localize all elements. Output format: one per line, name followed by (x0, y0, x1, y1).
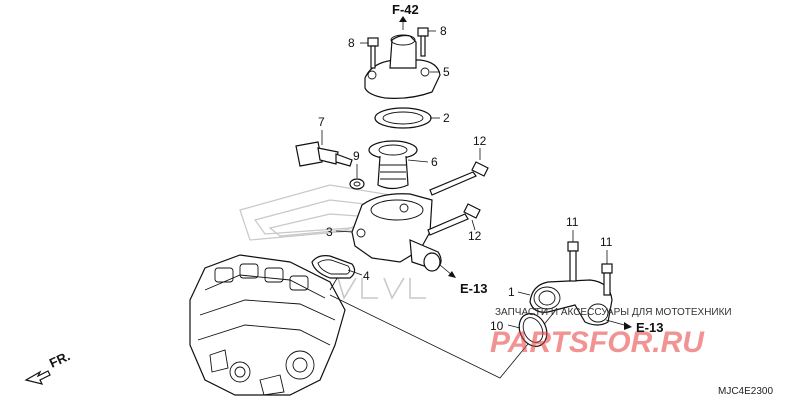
ref-e13-right: E-13 (460, 281, 487, 296)
bolt-8-right (417, 27, 429, 57)
callout-1: 1 (508, 285, 515, 299)
ref-e13-lower: E-13 (636, 320, 663, 335)
bolt-12-lower (427, 203, 481, 236)
callout-8-right: 8 (440, 24, 447, 38)
callout-7: 7 (318, 115, 325, 129)
callout-2: 2 (443, 111, 450, 125)
washer-9 (349, 178, 365, 190)
engine-block (189, 254, 346, 396)
callout-6: 6 (431, 155, 438, 169)
thermostat (368, 140, 418, 190)
callout-11-right: 11 (600, 235, 613, 249)
o-ring-10 (518, 313, 548, 347)
callout-11-left: 11 (566, 215, 579, 229)
bolt-12-upper (429, 161, 489, 196)
bolt-8-left (367, 37, 379, 69)
callout-8-left: 8 (348, 36, 355, 50)
watermark-caption: ЗАПЧАСТИ И АКСЕССУАРЫ ДЛЯ МОТОТЕХНИКИ (495, 307, 732, 318)
diagram-code: MJC4E2300 (718, 386, 773, 397)
gasket-4 (311, 255, 356, 279)
callout-10: 10 (490, 319, 504, 333)
front-label: FR. (47, 348, 72, 370)
callout-9: 9 (353, 149, 360, 163)
water-pipe-elbow (529, 279, 613, 326)
callout-3: 3 (326, 225, 333, 239)
thermostat-cover (364, 34, 441, 99)
front-arrow (24, 370, 51, 385)
temperature-sensor (295, 141, 353, 167)
callout-4: 4 (363, 269, 370, 283)
callout-5: 5 (443, 65, 450, 79)
bolt-11-right (601, 263, 613, 296)
watermark-brand: PARTSFOR.RU (490, 326, 705, 359)
callout-12-upper: 12 (473, 134, 487, 148)
ref-f42: F-42 (392, 2, 419, 17)
arrow-f42 (399, 16, 407, 30)
callout-12-lower: 12 (468, 229, 482, 243)
bolt-11-left (567, 241, 579, 282)
leader-lines (321, 30, 608, 329)
arrow-e13-right (439, 264, 456, 278)
o-ring-2 (374, 107, 432, 129)
arrow-e13-lower (605, 319, 632, 330)
thermostat-housing (351, 193, 442, 272)
